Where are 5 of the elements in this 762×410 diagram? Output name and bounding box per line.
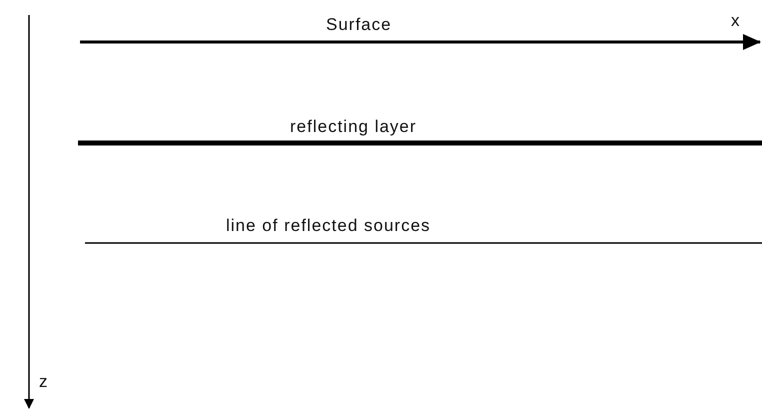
axis-label: z xyxy=(39,372,48,392)
axis-label: x xyxy=(731,11,740,31)
layer-label: reflecting layer xyxy=(290,117,417,137)
line-label: line of reflected sources xyxy=(226,216,431,236)
surface-label: Surface xyxy=(326,15,392,35)
